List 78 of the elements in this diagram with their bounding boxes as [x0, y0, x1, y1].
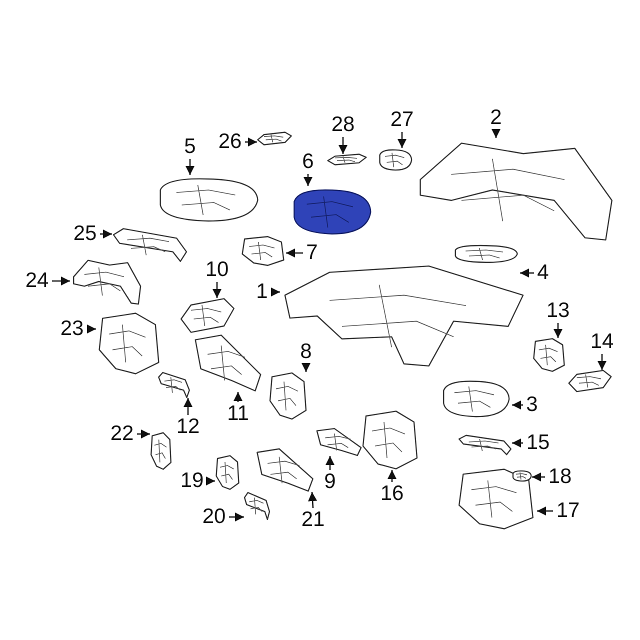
callout-number: 18 [547, 466, 573, 488]
part-drawing [316, 428, 362, 456]
leader-arrow [397, 132, 407, 148]
part-drawing [568, 370, 612, 392]
callout-number: 20 [201, 506, 227, 528]
leader-arrow [229, 512, 244, 522]
part-drawing [360, 410, 420, 470]
part-drawing [327, 154, 367, 165]
callout-number: 1 [255, 281, 269, 303]
callout-number: 5 [183, 136, 197, 158]
leader-arrow [245, 137, 257, 147]
part-drawing [96, 312, 162, 375]
part-drawing [268, 372, 308, 420]
callout-number: 9 [323, 471, 337, 493]
part-drawing [257, 132, 292, 145]
leader-arrow [301, 362, 311, 372]
callout-number: 11 [225, 403, 251, 425]
part-drawing [158, 372, 190, 398]
leader-arrow [325, 456, 335, 470]
part-drawing [440, 378, 512, 420]
callout-number: 4 [536, 262, 550, 284]
callout-number: 26 [217, 131, 243, 153]
callout-number: 23 [59, 318, 85, 340]
part-drawing [240, 236, 286, 266]
leader-arrow [185, 159, 195, 175]
leader-arrow [512, 400, 523, 410]
part-drawing [70, 258, 142, 305]
callout-number: 17 [555, 500, 581, 522]
part-drawing [180, 298, 235, 333]
part-drawing [458, 435, 512, 455]
part-drawing [378, 148, 413, 172]
callout-number: 7 [305, 242, 319, 264]
leader-arrow [137, 429, 150, 439]
leader-arrow [233, 392, 243, 402]
leader-arrow [491, 128, 501, 138]
part-drawing [512, 470, 532, 482]
callout-number: 10 [204, 259, 230, 281]
callout-number: 21 [300, 509, 326, 531]
leader-arrow [86, 324, 96, 334]
callout-number: 25 [72, 223, 98, 245]
part-drawing [452, 244, 520, 264]
callout-number: 28 [330, 114, 356, 136]
leader-arrow [308, 492, 318, 508]
leader-arrow [100, 229, 112, 239]
callout-number: 14 [589, 331, 615, 353]
callout-number: 27 [389, 109, 415, 131]
leader-arrow [520, 268, 534, 278]
leader-arrow [597, 354, 607, 370]
callout-number: 24 [24, 270, 50, 292]
leader-arrow [270, 287, 280, 297]
leader-arrow [286, 248, 303, 258]
leader-arrow [206, 476, 215, 486]
leader-arrow [212, 282, 222, 298]
callout-number: 19 [179, 470, 205, 492]
leader-arrow [512, 438, 523, 448]
leader-arrow [553, 323, 563, 338]
leader-arrow [338, 137, 348, 154]
callout-number: 16 [379, 483, 405, 505]
callout-number: 13 [545, 300, 571, 322]
leader-arrow [532, 472, 545, 482]
leader-arrow [183, 398, 193, 415]
callout-number: 6 [301, 151, 315, 173]
callout-number: 8 [299, 341, 313, 363]
callout-number: 3 [525, 394, 539, 416]
callout-number: 15 [525, 432, 551, 454]
leader-arrow [52, 276, 70, 286]
part-drawing [244, 492, 270, 520]
part-drawing [256, 448, 314, 492]
part-drawing [532, 338, 566, 372]
part-drawing [150, 432, 172, 470]
callout-number: 12 [175, 416, 201, 438]
leader-arrow [303, 174, 313, 186]
leader-arrow [537, 506, 553, 516]
part-drawing [112, 228, 188, 262]
leader-arrow [387, 470, 397, 482]
callout-number: 2 [489, 107, 503, 129]
callout-number: 22 [109, 423, 135, 445]
part-drawing [215, 455, 240, 490]
